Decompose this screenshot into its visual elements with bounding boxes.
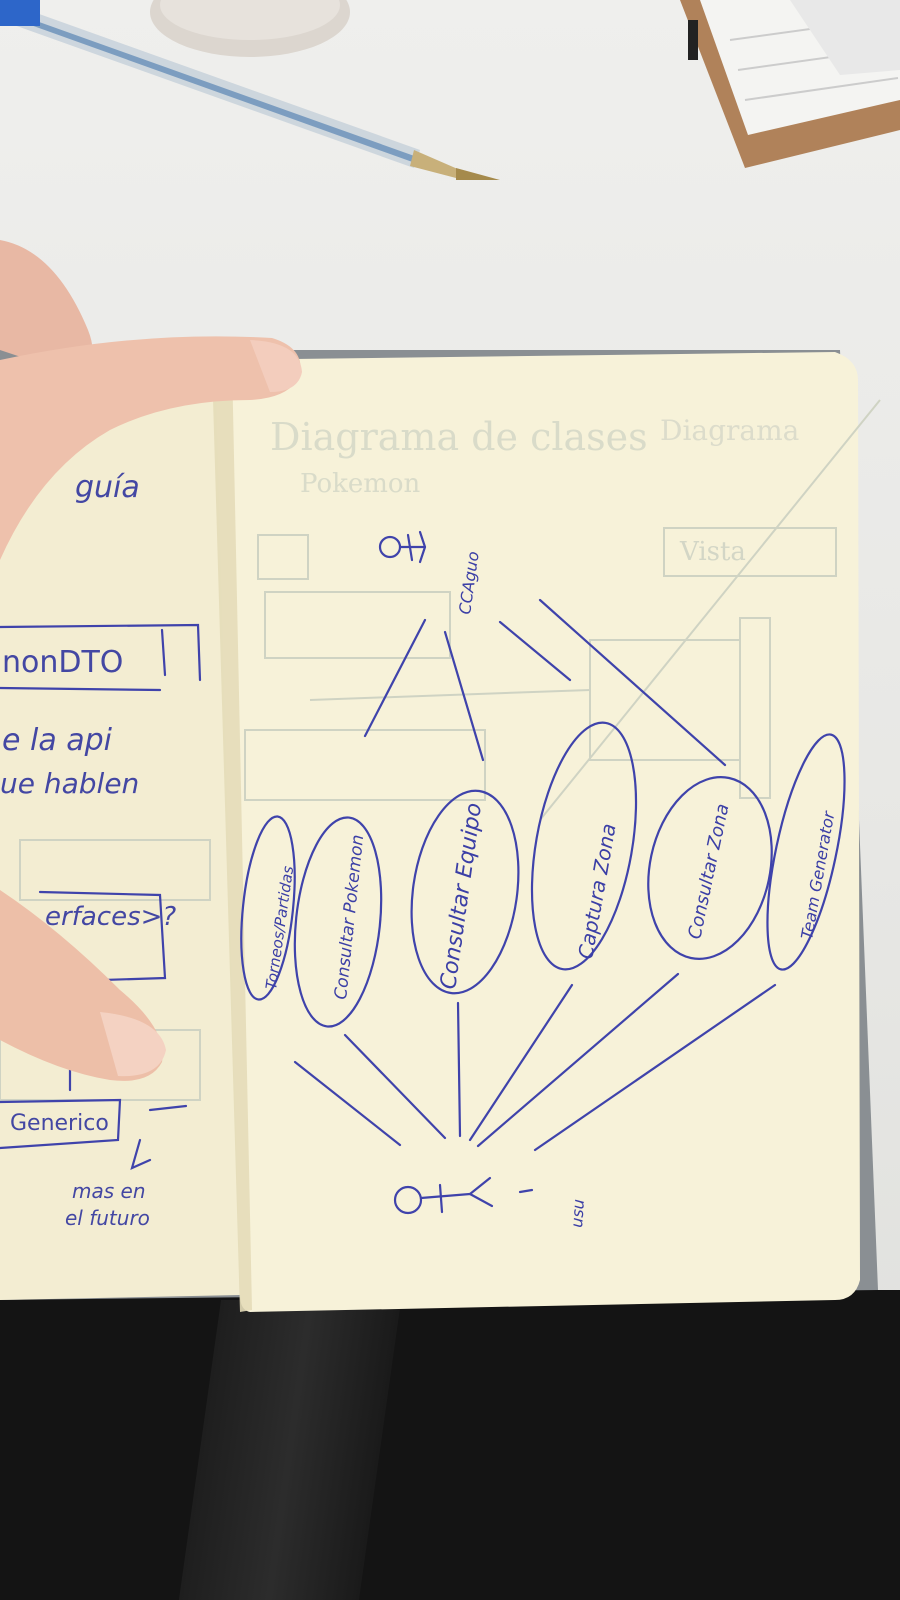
bottom-actor-associations (293, 972, 777, 1152)
left-page-line-1: guía (75, 470, 140, 505)
svg-text:Diagrama: Diagrama (660, 414, 799, 447)
svg-text:Vista: Vista (679, 537, 746, 567)
small-notebook (680, 0, 900, 168)
use-case-ellipse-2 (293, 816, 383, 1028)
top-actor-associations (363, 598, 727, 767)
svg-text:Diagrama de clases: Diagrama de clases (270, 415, 648, 459)
dark-pants (0, 1290, 900, 1600)
ballpoint-pen (0, 0, 500, 180)
left-page-line-5: erfaces>? (45, 902, 176, 932)
bottom-actor-figure (393, 1176, 534, 1215)
svg-text:Pokemon: Pokemon (300, 469, 421, 499)
left-page-line-8: el futuro (65, 1206, 150, 1230)
left-page-line-4: ue hablen (0, 767, 139, 800)
pen-cap (0, 0, 40, 26)
cup-base-top (160, 0, 340, 40)
left-page-line-2: nonDTO (2, 645, 123, 680)
hand (0, 240, 302, 1081)
left-page-line-7: mas en (72, 1179, 146, 1203)
use-case-ellipse-6 (766, 733, 846, 971)
bottom-actor-label: usu (567, 1198, 588, 1228)
left-page (0, 365, 240, 1300)
left-page-line-3: e la api (2, 723, 113, 758)
use-case-ellipse-5 (647, 776, 773, 960)
left-page-line-6: Generico (10, 1111, 109, 1136)
use-case-ellipse-3 (410, 789, 520, 995)
use-case-ellipse-4 (530, 721, 638, 971)
bleed-through-sketch: Diagrama de clases Pokemon Diagrama Vist… (244, 399, 881, 821)
page-gutter (212, 362, 252, 1312)
use-case-ellipse-1 (240, 815, 296, 1001)
top-actor-figure (378, 530, 427, 564)
use-case-ellipses (240, 721, 846, 1028)
